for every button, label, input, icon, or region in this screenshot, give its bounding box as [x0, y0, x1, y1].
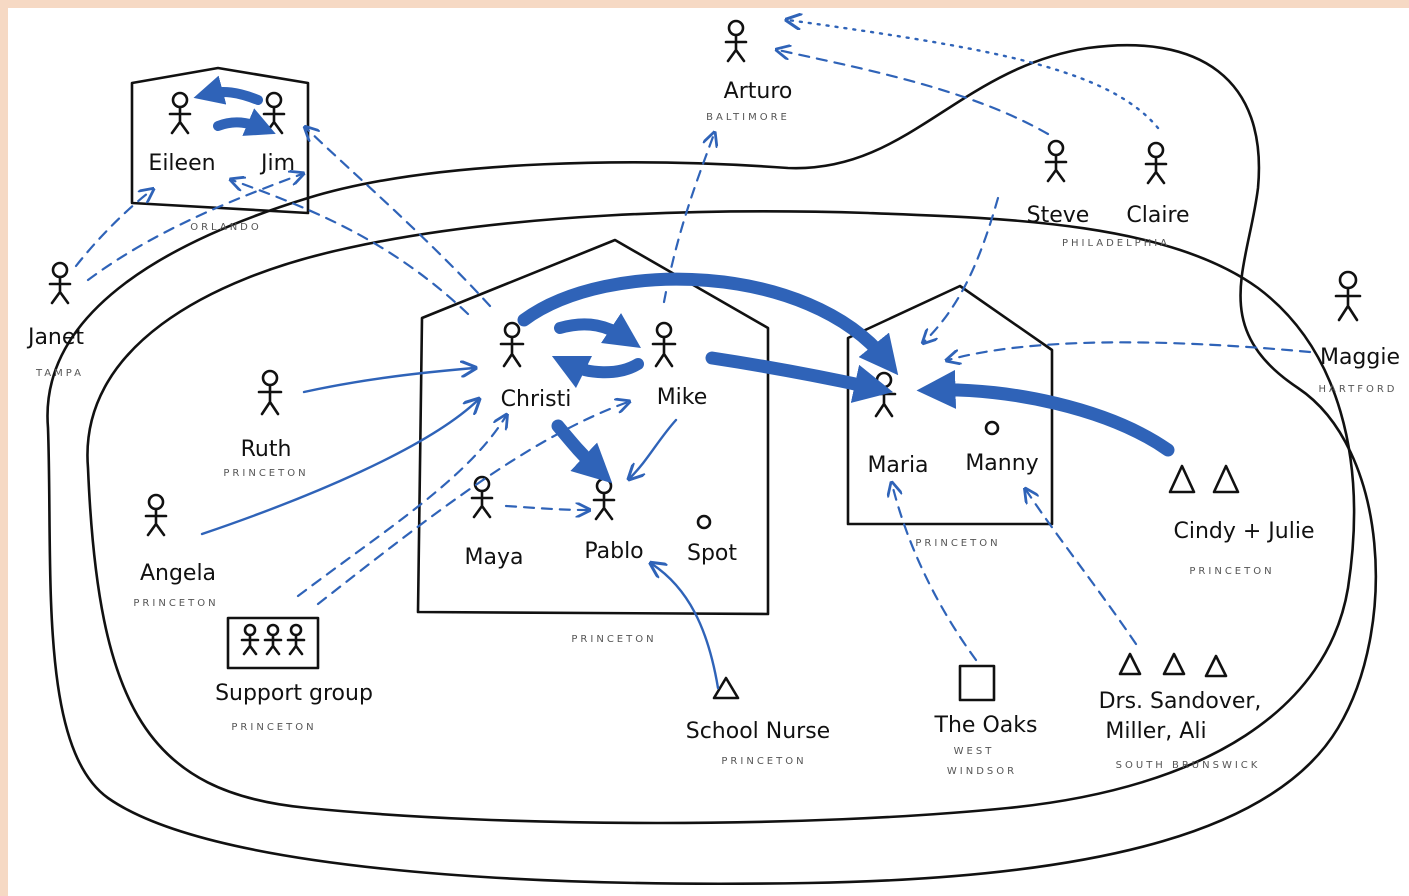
ecomap-svg: Arturo BALTIMORE Eileen Jim ORLANDO Jane…: [26, 8, 1400, 886]
maria-house: [846, 284, 1054, 526]
christi-to-maria-strong: [517, 272, 899, 376]
dashed-connections: [74, 50, 1312, 662]
strong-connections: [193, 75, 1175, 484]
mike-person-icon: [651, 321, 677, 368]
claire-name: Claire: [1126, 203, 1189, 228]
eileen-name: Eileen: [148, 151, 215, 176]
janet-to-jim: [86, 174, 302, 282]
maggie-name: Maggie: [1320, 345, 1400, 370]
cindy-julie-name: Cindy + Julie: [1173, 519, 1314, 544]
support-place: PRINCETON: [231, 722, 316, 733]
arturo-name: Arturo: [724, 79, 793, 104]
janet-to-eileen: [74, 190, 152, 268]
doctors-line2: Miller, Ali: [1105, 719, 1206, 744]
orlando-house: [130, 66, 310, 215]
doctor2-triangle-icon: [1162, 652, 1186, 676]
eileen-jim-strong-2: [213, 108, 276, 136]
jim-name: Jim: [259, 151, 295, 176]
inner-boundary: [86, 210, 1356, 825]
manny-name: Manny: [965, 451, 1038, 476]
cindy-triangle-icon: [1168, 464, 1196, 494]
oaks-place-1: WEST: [954, 746, 995, 757]
ruth-place: PRINCETON: [223, 468, 308, 479]
pablo-name: Pablo: [584, 539, 643, 564]
labels: Arturo BALTIMORE Eileen Jim ORLANDO Jane…: [26, 79, 1400, 777]
janet-place: TAMPA: [35, 368, 84, 379]
doctors-place: SOUTH BRUNSWICK: [1116, 760, 1261, 771]
julie-triangle-icon: [1212, 464, 1240, 494]
maria-name: Maria: [867, 453, 928, 478]
mike-to-pablo: [630, 418, 678, 478]
steve-to-arturo: [778, 50, 1050, 136]
pablo-person-icon: [592, 477, 616, 521]
support-to-christi-1: [296, 416, 506, 598]
steve-to-maria: [924, 196, 1000, 342]
mike-to-maria-strong: [705, 351, 894, 403]
mike-to-arturo: [662, 134, 714, 304]
christi-person-icon: [499, 321, 525, 368]
oaks-name: The Oaks: [934, 713, 1038, 738]
mike-name: Mike: [657, 385, 708, 410]
claire-to-arturo-dotted: [788, 20, 1160, 130]
maggie-place: HARTFORD: [1319, 384, 1398, 395]
support-to-mike: [316, 402, 628, 606]
angela-name: Angela: [140, 561, 216, 586]
steve-name: Steve: [1027, 203, 1090, 228]
maya-to-pablo: [504, 506, 588, 510]
support-group-icon: [226, 616, 320, 670]
eileen-person-icon: [168, 91, 192, 135]
oaks-place-2: WINDSOR: [947, 766, 1017, 777]
christi-house: [416, 238, 770, 616]
oaks-square-icon: [958, 664, 996, 702]
maria-person-icon: [871, 371, 897, 418]
janet-person-icon: [48, 261, 72, 305]
maggie-person-icon: [1334, 270, 1362, 322]
maria-house-label: PRINCETON: [915, 538, 1000, 549]
doctor1-triangle-icon: [1118, 652, 1142, 676]
maya-name: Maya: [465, 545, 524, 570]
claire-person-icon: [1144, 141, 1168, 185]
normal-connections: [200, 368, 720, 690]
ecomap-diagram: Arturo BALTIMORE Eileen Jim ORLANDO Jane…: [8, 8, 1409, 896]
ruth-person-icon: [257, 369, 283, 416]
eileen-jim-strong-1: [193, 75, 263, 105]
maggie-to-maria: [948, 341, 1312, 360]
christi-house-label: PRINCETON: [571, 634, 656, 645]
doctors-to-manny: [1026, 490, 1138, 646]
nurse-place: PRINCETON: [721, 756, 806, 767]
nurse-to-pablo: [652, 564, 720, 690]
outer-boundary: [46, 43, 1378, 886]
maya-person-icon: [470, 475, 494, 519]
support-name: Support group: [215, 681, 373, 706]
christi-to-pablo-strong: [551, 419, 613, 484]
manny-circle-icon: [984, 420, 1000, 436]
arturo-place: BALTIMORE: [706, 112, 790, 123]
nurse-name: School Nurse: [686, 719, 830, 744]
spot-name: Spot: [687, 541, 737, 566]
doctors-line1: Drs. Sandover,: [1099, 689, 1262, 714]
christi-to-jim: [306, 128, 492, 308]
angela-place: PRINCETON: [133, 598, 218, 609]
steve-person-icon: [1044, 139, 1068, 183]
ruth-to-christi: [302, 368, 474, 394]
orlando-label: ORLANDO: [190, 222, 262, 233]
cindy-julie-place: PRINCETON: [1189, 566, 1274, 577]
angela-to-christi: [200, 400, 478, 536]
janet-name: Janet: [26, 325, 84, 350]
christi-to-mike-strong: [554, 313, 641, 348]
angela-person-icon: [144, 493, 168, 537]
spot-circle-icon: [696, 514, 712, 530]
mike-to-christi-strong: [551, 355, 644, 389]
oaks-to-maria: [892, 484, 978, 662]
christi-name: Christi: [501, 387, 572, 412]
ruth-name: Ruth: [241, 437, 292, 462]
nurse-triangle-icon: [712, 676, 740, 700]
christi-to-eileen: [232, 180, 470, 316]
arturo-person-icon: [724, 19, 748, 63]
jim-person-icon: [262, 91, 286, 135]
cindy-to-maria-strong: [916, 369, 1175, 457]
doctor3-triangle-icon: [1204, 654, 1228, 678]
philadelphia-label: PHILADELPHIA: [1062, 238, 1170, 249]
